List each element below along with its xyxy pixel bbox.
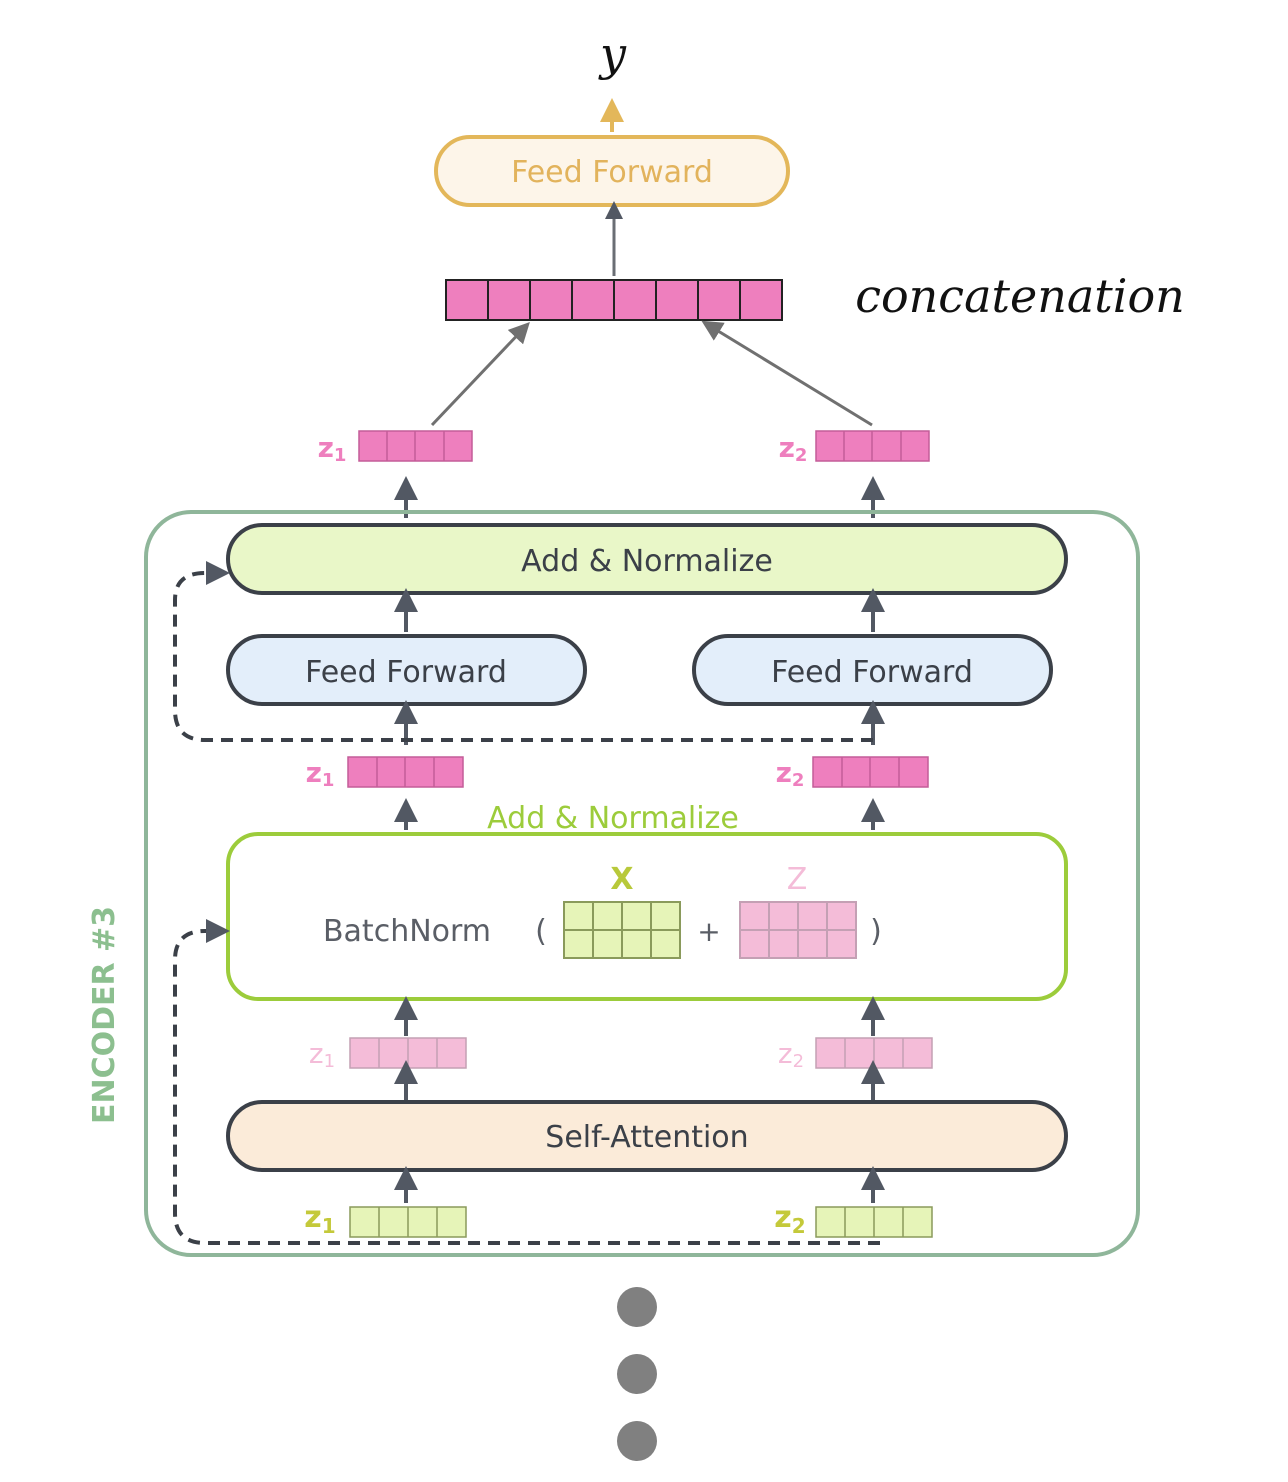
self-attention-label: Self-Attention xyxy=(545,1120,748,1155)
feed-forward-left-box: Feed Forward xyxy=(226,634,587,706)
z1-attn-vector: z1 xyxy=(309,1037,467,1072)
encoder-container xyxy=(144,510,1140,1257)
feed-forward-right-box: Feed Forward xyxy=(692,634,1053,706)
top-feed-forward-label: Feed Forward xyxy=(511,155,713,190)
z2-input-label: z2 xyxy=(774,1200,805,1238)
z2-output-vector: z2 xyxy=(779,430,930,466)
z1-mid-vector: z1 xyxy=(306,756,464,791)
z2-attn-vector: z2 xyxy=(778,1037,933,1072)
ellipsis-dot xyxy=(617,1354,657,1394)
encoder-title: ENCODER #3 xyxy=(87,906,122,1124)
ellipsis-dot xyxy=(617,1421,657,1461)
add-normalize-label: Add & Normalize xyxy=(487,801,739,836)
z2-attn-label: z2 xyxy=(778,1037,804,1072)
close-paren: ) xyxy=(870,914,882,949)
z2-input-vector: z2 xyxy=(774,1200,933,1238)
open-paren: ( xyxy=(535,914,547,949)
concat-vector xyxy=(445,279,783,321)
x-matrix-label: X xyxy=(610,862,633,897)
arrow-z1-to-concat xyxy=(430,321,530,427)
feed-forward-right-label: Feed Forward xyxy=(771,655,973,690)
self-attention-box: Self-Attention xyxy=(226,1100,1068,1172)
z-matrix xyxy=(739,901,857,959)
z1-input-vector: z1 xyxy=(304,1200,467,1238)
z2-mid-vector: z2 xyxy=(776,756,929,791)
z1-mid-label: z1 xyxy=(306,756,335,791)
add-normalize-top-label: Add & Normalize xyxy=(521,544,773,579)
z2-output-label: z2 xyxy=(779,431,808,466)
plus-sign: + xyxy=(697,915,720,948)
z1-output-vector: z1 xyxy=(318,430,473,466)
x-matrix xyxy=(563,901,681,959)
output-label: y xyxy=(598,27,627,81)
batchnorm-box: BatchNorm ( X + Z ) xyxy=(226,832,1068,1001)
top-feed-forward-box: Feed Forward xyxy=(434,135,790,207)
z1-input-label: z1 xyxy=(304,1200,335,1238)
batchnorm-label: BatchNorm xyxy=(323,914,491,949)
z2-mid-label: z2 xyxy=(776,756,805,791)
add-normalize-top-box: Add & Normalize xyxy=(226,523,1068,595)
concatenation-label: concatenation xyxy=(855,269,1185,323)
feed-forward-left-label: Feed Forward xyxy=(305,655,507,690)
z1-output-label: z1 xyxy=(318,431,347,466)
z-matrix-label: Z xyxy=(787,862,808,897)
arrow-z2-to-concat xyxy=(701,320,873,427)
residual-dashed-lower xyxy=(173,919,880,1245)
ellipsis-dot xyxy=(617,1287,657,1327)
z1-attn-label: z1 xyxy=(309,1037,335,1072)
residual-dashed-upper xyxy=(173,561,873,742)
